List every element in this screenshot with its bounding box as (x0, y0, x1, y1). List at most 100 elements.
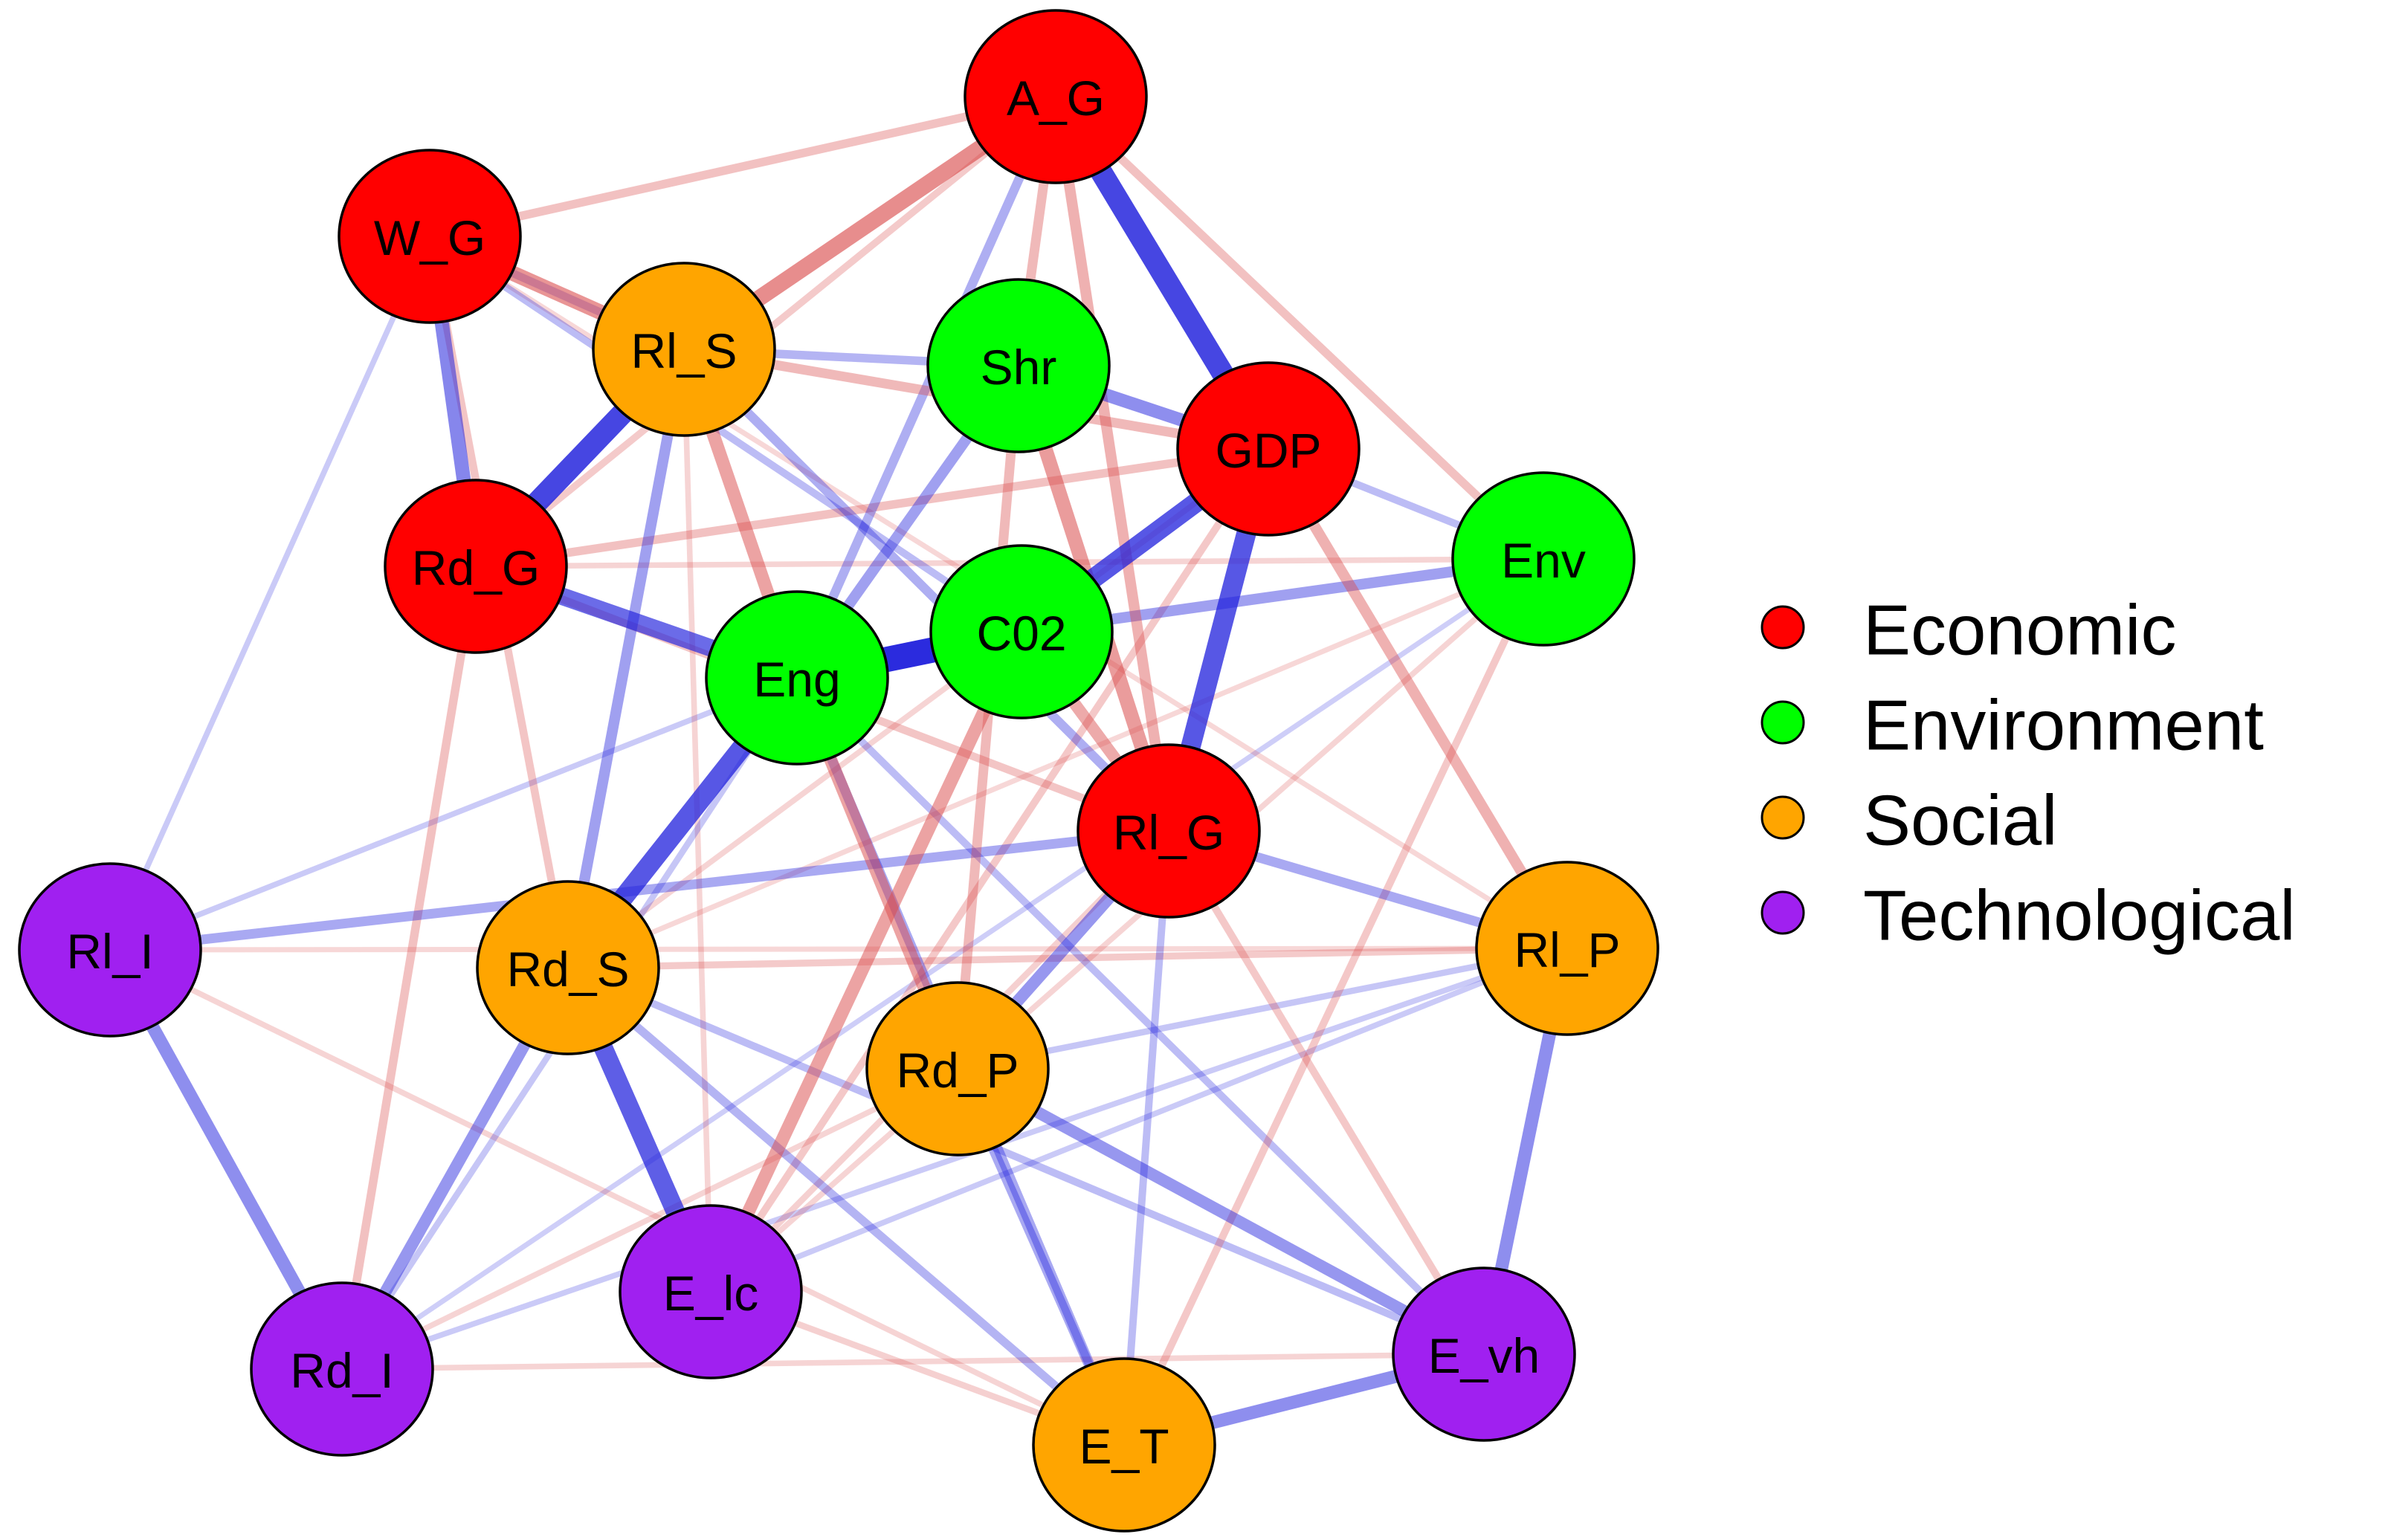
node-circle (619, 1204, 803, 1379)
legend-swatch (1760, 795, 1805, 840)
node-GDP: GDP (1176, 361, 1361, 537)
edge-Env-E_T (1120, 557, 1547, 1447)
node-circle (929, 544, 1114, 719)
edge-GDP-Rl_P (1263, 446, 1572, 951)
edge-W_G-A_G (428, 92, 1057, 241)
legend-swatch (1760, 700, 1805, 745)
node-circle (250, 1281, 434, 1457)
node-label: Rl_G (1113, 805, 1224, 860)
node-label: E_lc (663, 1266, 758, 1321)
node-label: Rl_S (630, 323, 737, 378)
node-label: E_T (1079, 1419, 1169, 1474)
node-C02: C02 (929, 544, 1114, 719)
node-circle (964, 9, 1148, 184)
edge-Rl_S-Rd_S (562, 348, 690, 969)
node-label: Env (1501, 533, 1586, 588)
node-label: Rd_S (506, 942, 629, 997)
legend-label: Economic (1863, 591, 2177, 670)
edge-Rd_I-Rl_P (341, 945, 1569, 1372)
edge-Rd_I-Env (341, 557, 1545, 1371)
node-Rl_P: Rl_P (1475, 861, 1659, 1036)
node-circle (18, 862, 202, 1038)
edge-Rd_S-E_vh (567, 964, 1485, 1358)
edge-Rl_I-Rl_P (109, 945, 1568, 953)
edge-A_G-Eng (793, 94, 1060, 680)
legend-item-technological: Technological (1760, 876, 2296, 956)
node-circle (592, 262, 776, 437)
edge-Eng-E_vh (794, 675, 1487, 1357)
node-label: W_G (374, 210, 485, 265)
edge-GDP-E_lc (707, 447, 1272, 1294)
legend-item-economic: Economic (1760, 591, 2177, 670)
node-label: A_G (1007, 71, 1105, 126)
node-circle (1077, 743, 1261, 919)
node-E_vh: E_vh (1392, 1266, 1576, 1442)
node-label: GDP (1215, 423, 1321, 478)
node-label: Rd_I (290, 1343, 393, 1398)
edge-GDP-Rd_G (475, 444, 1269, 571)
edge-Rd_G-Rd_I (338, 566, 480, 1370)
node-label: E_vh (1428, 1328, 1540, 1383)
node-circle (705, 590, 889, 766)
edge-A_G-Rl_G (1050, 95, 1175, 832)
edge-Rl_P-Rd_P (957, 945, 1568, 1072)
edge-Rd_S-E_T (565, 964, 1127, 1449)
node-label: C02 (976, 606, 1066, 661)
node-circle (926, 278, 1111, 453)
node-Env: Env (1451, 471, 1636, 647)
node-circle (476, 880, 660, 1055)
node-circle (1475, 861, 1659, 1036)
edge-A_G-Env (1053, 93, 1546, 563)
legend-label: Social (1863, 781, 2057, 861)
edge-W_G-C02 (427, 233, 1024, 635)
node-Rl_G: Rl_G (1077, 743, 1261, 919)
edge-layer (104, 89, 1574, 1452)
node-label: Rl_I (66, 924, 153, 979)
node-W_G: W_G (338, 149, 522, 324)
edge-Rl_S-Rl_G (680, 346, 1172, 835)
legend-label: Environment (1863, 686, 2264, 766)
legend-swatch (1760, 605, 1805, 650)
node-Rd_S: Rd_S (476, 880, 660, 1055)
edge-Rl_I-E_T (109, 947, 1126, 1448)
node-Rl_S: Rl_S (592, 262, 776, 437)
node-Eng: Eng (705, 590, 889, 766)
legend-item-environment: Environment (1760, 686, 2264, 766)
legend-item-social: Social (1760, 781, 2057, 861)
node-circle (384, 479, 568, 654)
node-circle (338, 149, 522, 324)
node-E_T: E_T (1032, 1357, 1216, 1533)
edge-Rd_S-Env (567, 556, 1545, 971)
node-Rd_G: Rd_G (384, 479, 568, 654)
edge-Rd_P-Rd_I (341, 1066, 959, 1372)
node-circle (1451, 471, 1636, 647)
edge-Rl_I-W_G (107, 235, 433, 951)
node-A_G: A_G (964, 9, 1148, 184)
node-Rd_P: Rd_P (865, 981, 1050, 1156)
edge-Rd_P-E_vh (955, 1063, 1487, 1360)
node-E_lc: E_lc (619, 1204, 803, 1379)
node-Rd_I: Rd_I (250, 1281, 434, 1457)
legend-label: Technological (1863, 876, 2296, 956)
edge-Rl_G-E_vh (1165, 829, 1488, 1356)
edge-Rd_I-E_vh (341, 1351, 1485, 1372)
edge-Env-E_lc (709, 557, 1546, 1294)
legend-swatch (1760, 890, 1805, 935)
node-Rl_I: Rl_I (18, 862, 202, 1038)
edge-Rl_I-Eng (109, 675, 798, 953)
node-label: Rd_P (896, 1043, 1019, 1098)
node-label: Rd_G (412, 540, 540, 595)
node-label: Shr (981, 340, 1057, 395)
node-Shr: Shr (926, 278, 1111, 453)
node-circle (1176, 361, 1361, 537)
edge-Rl_S-E_lc (681, 349, 714, 1292)
edge-Rd_S-Rl_P (567, 945, 1568, 971)
node-circle (1392, 1266, 1576, 1442)
node-circle (865, 981, 1050, 1156)
edge-Rl_G-E_T (1120, 830, 1172, 1446)
node-label: Eng (753, 652, 840, 707)
node-circle (1032, 1357, 1216, 1533)
